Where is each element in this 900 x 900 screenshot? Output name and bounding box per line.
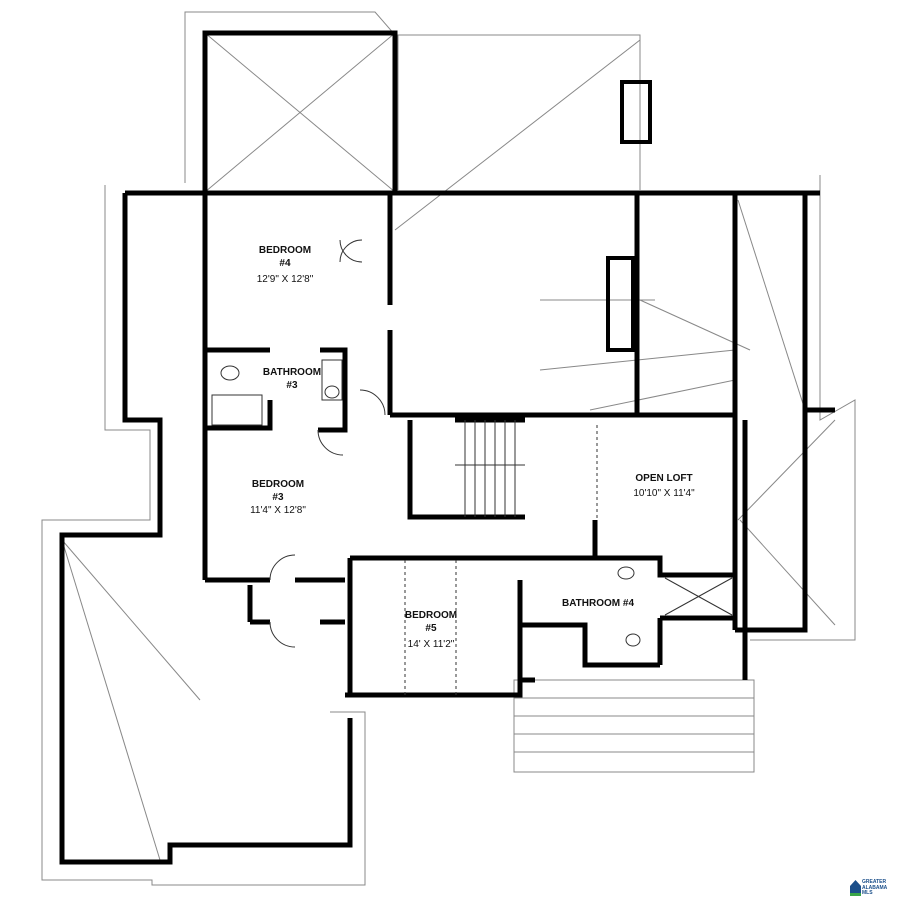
room-size: 12'9" X 12'8" [256, 274, 314, 285]
room-size: 11'4" X 12'8" [250, 505, 306, 516]
room-name: BEDROOM [404, 610, 458, 621]
room-size: 14' X 11'2" [407, 639, 455, 650]
fixtures [211, 239, 733, 695]
room-size: 10'10" X 11'4" [633, 488, 695, 499]
room-label-open-loft: OPEN LOFT [635, 472, 692, 485]
stairs [455, 420, 525, 517]
room-number: #4 [279, 258, 291, 269]
room-number: #3 [272, 492, 284, 503]
room-label-bedroom-3: BEDROOM #3 [252, 478, 304, 504]
room-number: #3 [286, 380, 298, 391]
walls [59, 30, 835, 865]
room-name: BATHROOM #4 [561, 598, 635, 609]
room-name: BEDROOM [251, 479, 305, 490]
room-name: OPEN LOFT [635, 473, 693, 484]
room-name: BATHROOM [262, 367, 322, 378]
roof-outlines [41, 11, 856, 886]
house-icon [850, 880, 861, 896]
room-label-bathroom-3: BATHROOM #3 [263, 366, 321, 392]
room-label-bedroom-4: BEDROOM #4 [259, 244, 311, 270]
room-label-bathroom-4: BATHROOM #4 [562, 597, 634, 610]
room-number: #5 [425, 623, 437, 634]
room-name: BEDROOM [258, 245, 312, 256]
room-label-bedroom-5: BEDROOM #5 [405, 609, 457, 635]
